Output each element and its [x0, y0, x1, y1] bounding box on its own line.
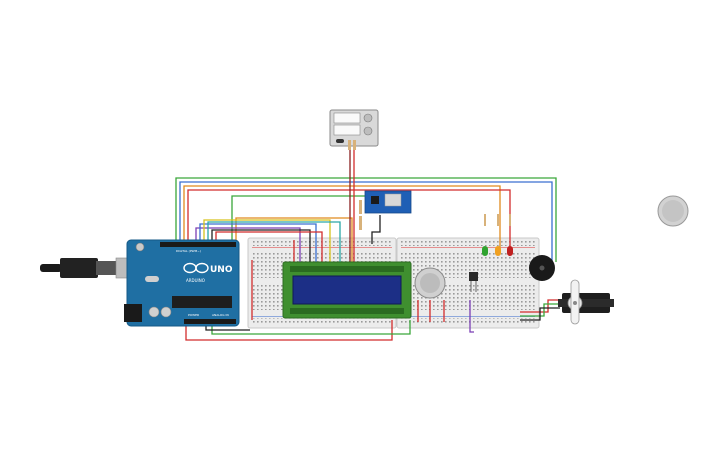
arduino-infinity-icon [183, 262, 209, 274]
resistor-icon [348, 140, 362, 230]
wire-orange-top [183, 185, 501, 250]
wire-orange-mid [235, 217, 353, 262]
wire-blue-lcd [199, 223, 317, 262]
servo-motor-icon[interactable] [558, 279, 614, 325]
wire-red-servo [520, 299, 560, 313]
wire-blue-top [179, 181, 553, 262]
arduino-brand-label: ARDUINO [186, 278, 205, 283]
reset-button-icon[interactable] [135, 242, 145, 252]
wire-red-lcd [215, 231, 323, 262]
breadboard-right [396, 237, 540, 329]
wire-green-servo [520, 303, 560, 317]
wire-green-top [175, 177, 557, 262]
wire-purple-lcd [195, 227, 301, 262]
keypad-icon[interactable] [329, 109, 379, 147]
wire-teal-lcd [207, 221, 341, 262]
wire-black-lcd [211, 229, 311, 262]
arduino-digital-label: DIGITAL (PWM~) [176, 249, 201, 253]
wire-esp-black [371, 215, 381, 244]
wire-black-servo [520, 307, 560, 321]
led-green-icon[interactable] [482, 214, 488, 256]
temperature-sensor-icon[interactable] [469, 272, 478, 292]
usb-cable-icon [40, 257, 137, 279]
wire-purple-bottom [469, 300, 474, 333]
gas-sensor-icon[interactable] [414, 267, 446, 299]
buzzer-icon[interactable] [529, 255, 555, 281]
arduino-uno-label: UNO [210, 265, 233, 275]
led-yellow-icon[interactable] [495, 214, 501, 256]
arduino-uno-board[interactable]: UNO ARDUINO DIGITAL (PWM~) POWER ANALOG … [124, 239, 240, 327]
esp8266-module-icon[interactable] [364, 190, 412, 214]
led-row [482, 214, 513, 256]
wire-yellow-lcd [203, 219, 331, 262]
arduino-analog-label: ANALOG IN [212, 313, 229, 317]
pir-sensor-icon[interactable] [657, 195, 689, 227]
arduino-power-label: POWER [188, 313, 199, 317]
lcd-display [282, 261, 412, 319]
wires-layer [175, 145, 560, 341]
led-red-icon[interactable] [507, 214, 513, 256]
